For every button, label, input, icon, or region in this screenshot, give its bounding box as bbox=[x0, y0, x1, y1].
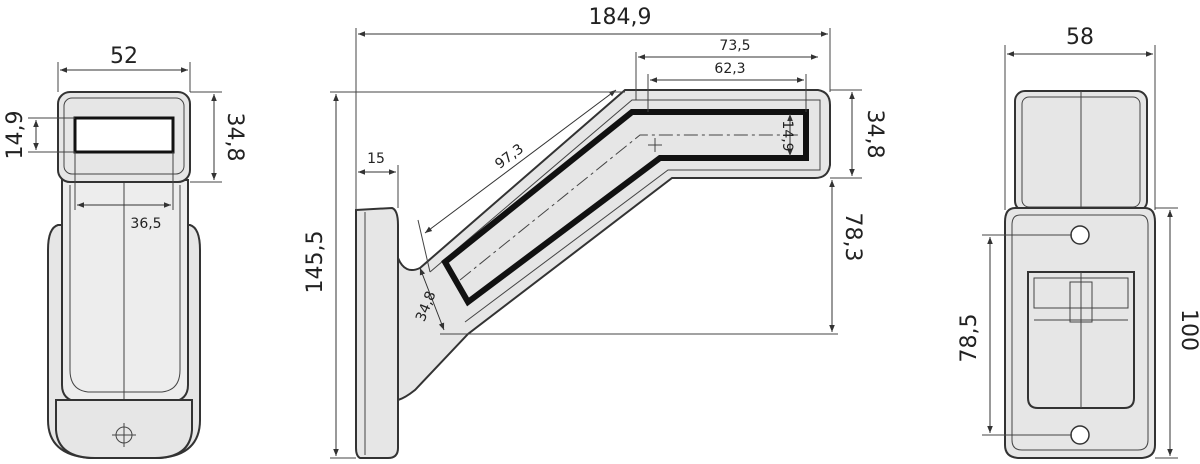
front-width-label: 52 bbox=[110, 44, 138, 69]
side-lens-length-label: 62,3 bbox=[714, 61, 745, 77]
side-total-length-label: 184,9 bbox=[589, 5, 652, 30]
front-view-arm bbox=[61, 179, 189, 403]
rear-hole-spacing-label: 78,5 bbox=[957, 314, 982, 363]
side-total-height-label: 145,5 bbox=[303, 231, 328, 294]
side-view-base bbox=[355, 206, 399, 459]
side-view-lens bbox=[441, 109, 809, 307]
front-lens-height-label: 14,9 bbox=[3, 111, 28, 160]
front-view: 52 14,9 34,8 36,5 bbox=[3, 44, 247, 459]
side-base-thickness-label: 15 bbox=[367, 151, 385, 167]
rear-upper-hole bbox=[1070, 225, 1090, 245]
front-view-lens bbox=[73, 116, 175, 154]
side-head-offset-label: 78,3 bbox=[840, 213, 865, 262]
side-diagonal-length-label: 97,3 bbox=[492, 141, 527, 173]
rear-view: 58 78,5 100 bbox=[957, 25, 1200, 459]
rear-base-height-label: 100 bbox=[1176, 309, 1200, 351]
side-arm-length-label: 73,5 bbox=[719, 38, 750, 54]
rear-lower-hole bbox=[1070, 425, 1090, 445]
side-view-arm bbox=[397, 89, 831, 402]
front-head-height-label: 34,8 bbox=[222, 113, 247, 162]
front-lens-width-label: 36,5 bbox=[130, 216, 161, 232]
side-lens-height-label: 14,9 bbox=[779, 120, 795, 151]
side-view: 184,9 73,5 62,3 97,3 15 145,5 34,8 14,9 bbox=[303, 5, 887, 459]
rear-width-label: 58 bbox=[1066, 25, 1094, 50]
side-head-height-label: 34,8 bbox=[862, 110, 887, 159]
